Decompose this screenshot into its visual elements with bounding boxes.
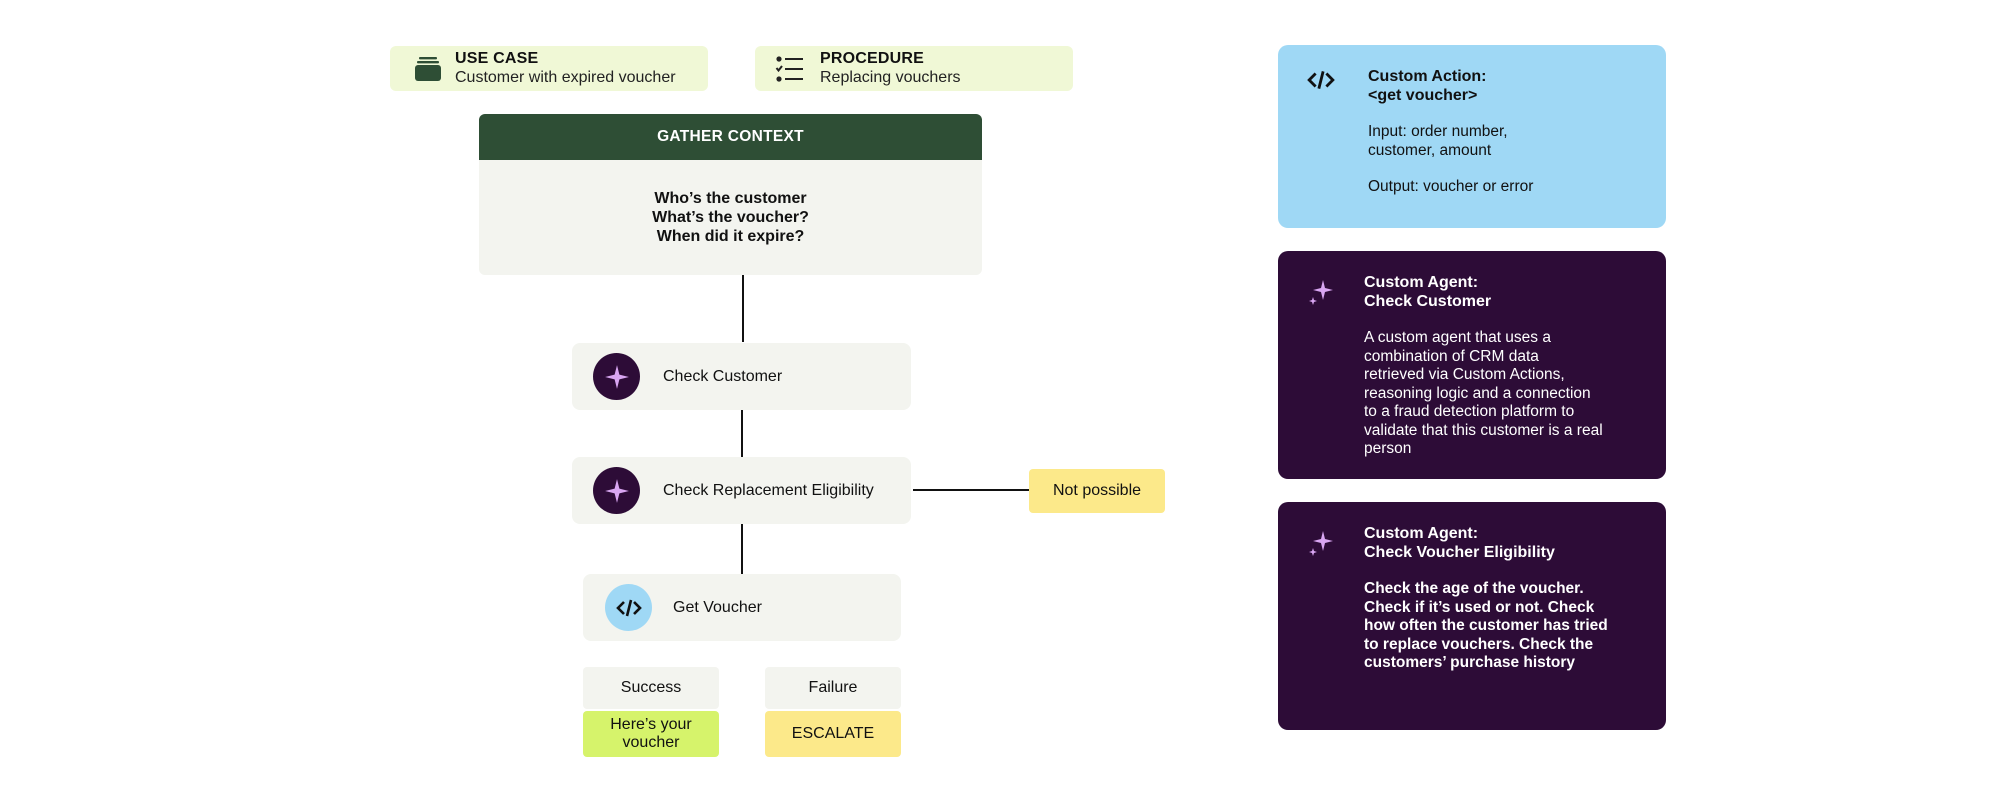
agent-voucher-eligibility-panel: Custom Agent: Check Voucher Eligibility …: [1278, 502, 1666, 730]
code-icon: [1307, 69, 1335, 96]
checklist-icon: [775, 54, 805, 84]
sparkle-icon: [1308, 277, 1336, 310]
agent-customer-desc-line: person: [1364, 440, 1412, 457]
agent-customer-desc-line: retrieved via Custom Actions,: [1364, 366, 1565, 383]
connector-customer-eligibility: [741, 410, 743, 457]
sparkle-icon: [593, 353, 640, 400]
agent-customer-title-2: Check Customer: [1364, 293, 1492, 310]
step-get-voucher-label: Get Voucher: [673, 598, 762, 616]
agent-voucher-desc-line: Check if it’s used or not. Check: [1364, 598, 1595, 616]
custom-action-title-1: Custom Action:: [1368, 68, 1487, 85]
success-label: Success: [583, 667, 719, 709]
custom-action-panel: Custom Action: <get voucher> Input: orde…: [1278, 45, 1666, 228]
agent-voucher-desc-line: how often the customer has tried: [1364, 617, 1608, 634]
stack-icon: [413, 54, 443, 84]
procedure-subtitle: Replacing vouchers: [820, 69, 961, 86]
agent-customer-desc-line: reasoning logic and a connection: [1364, 384, 1591, 402]
sparkle-icon: [1308, 528, 1336, 561]
agent-voucher-desc-line: to replace vouchers. Check the: [1364, 635, 1594, 653]
step-check-customer[interactable]: Check Customer: [572, 343, 911, 410]
custom-action-input-1: Input: order number,: [1368, 123, 1508, 140]
custom-action-output: Output: voucher or error: [1368, 178, 1534, 195]
agent-voucher-title-1: Custom Agent:: [1364, 525, 1479, 542]
gather-context-card: GATHER CONTEXT Who’s the customer What’s…: [479, 114, 982, 275]
failure-label: Failure: [765, 667, 901, 709]
failure-result: ESCALATE: [765, 711, 901, 757]
connector-eligibility-not-possible: [913, 489, 1029, 491]
sparkle-icon: [593, 467, 640, 514]
gather-context-header: GATHER CONTEXT: [479, 114, 982, 160]
context-question-1: Who’s the customer: [654, 190, 807, 207]
connector-context-customer: [742, 275, 744, 342]
use-case-title: USE CASE: [455, 50, 539, 67]
success-result: Here’s your voucher: [583, 711, 719, 757]
step-check-customer-label: Check Customer: [663, 367, 783, 385]
agent-customer-desc-line: to a fraud detection platform to: [1364, 403, 1575, 420]
agent-customer-title-1: Custom Agent:: [1364, 274, 1479, 291]
procedure-title: PROCEDURE: [820, 50, 925, 67]
agent-voucher-title-2: Check Voucher Eligibility: [1364, 544, 1555, 561]
procedure-tag: PROCEDURE Replacing vouchers: [755, 46, 1073, 91]
agent-voucher-desc-line: customers’ purchase history: [1364, 654, 1576, 671]
use-case-tag: USE CASE Customer with expired voucher: [390, 46, 708, 91]
step-check-eligibility[interactable]: Check Replacement Eligibility: [572, 457, 911, 524]
custom-action-input-2: customer, amount: [1368, 141, 1492, 159]
context-question-3: When did it expire?: [656, 228, 805, 245]
not-possible-badge: Not possible: [1029, 469, 1165, 513]
context-question-2: What’s the voucher?: [652, 209, 809, 226]
agent-customer-desc-line: A custom agent that uses a: [1364, 329, 1551, 346]
custom-action-title-2: <get voucher>: [1368, 87, 1478, 104]
agent-check-customer-panel: Custom Agent: Check Customer A custom ag…: [1278, 251, 1666, 479]
agent-voucher-desc-line: Check the age of the voucher.: [1364, 580, 1584, 597]
agent-customer-desc-line: combination of CRM data: [1364, 347, 1539, 365]
code-icon: [605, 584, 652, 631]
use-case-subtitle: Customer with expired voucher: [455, 69, 676, 86]
step-check-eligibility-label: Check Replacement Eligibility: [663, 481, 874, 499]
step-get-voucher[interactable]: Get Voucher: [583, 574, 901, 641]
connector-eligibility-voucher: [741, 524, 743, 574]
agent-customer-desc-line: validate that this customer is a real: [1364, 421, 1603, 439]
